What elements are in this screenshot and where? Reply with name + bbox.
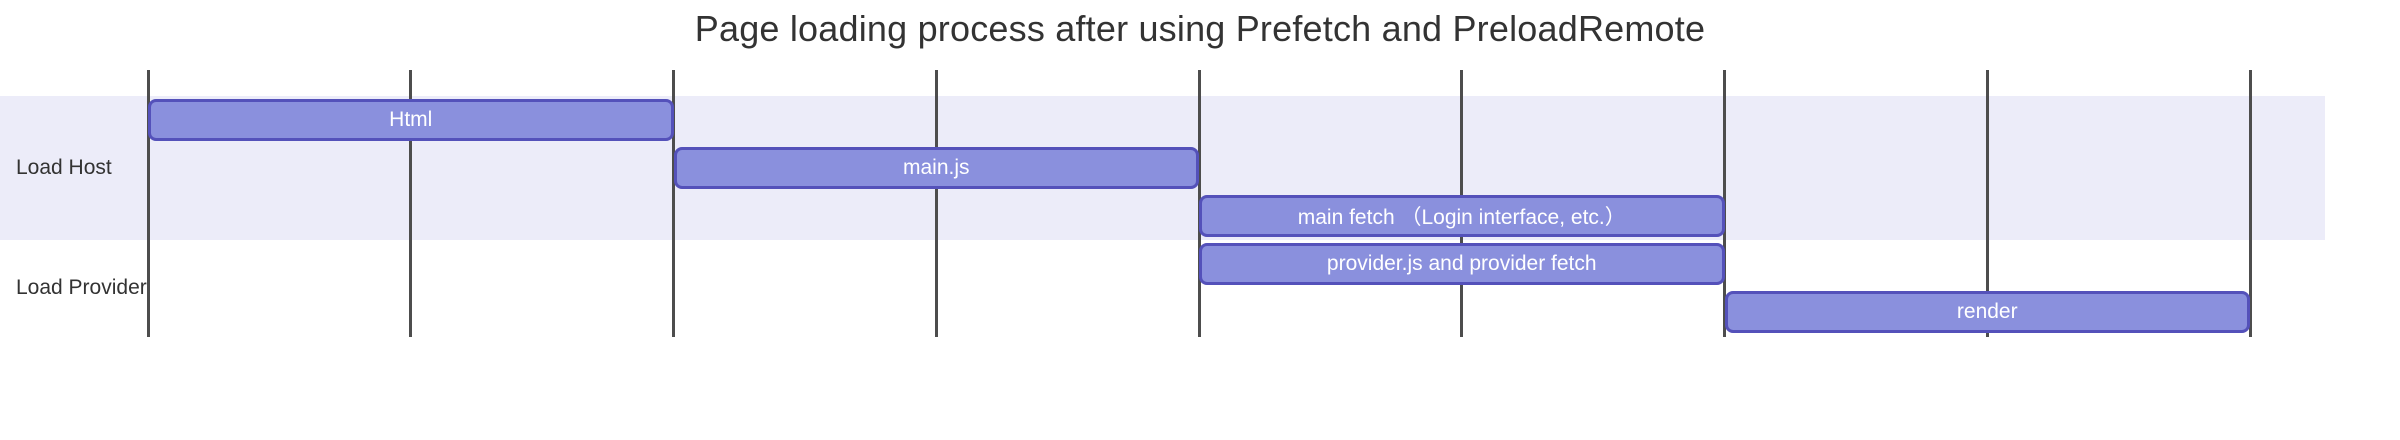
grid-line bbox=[2248, 70, 2252, 337]
task-bar: main fetch （Login interface, etc.） bbox=[1199, 195, 1725, 237]
task-label: main fetch （Login interface, etc.） bbox=[1297, 206, 1626, 229]
task-bar: provider.js and provider fetch bbox=[1199, 243, 1725, 285]
task-label: main.js bbox=[902, 156, 970, 179]
task-label: Html bbox=[389, 108, 433, 131]
task-bar: render bbox=[1724, 291, 2250, 333]
task-label: provider.js and provider fetch bbox=[1326, 252, 1597, 275]
grid-line bbox=[146, 70, 150, 337]
task-bar: Html bbox=[148, 99, 674, 141]
grid-line bbox=[1723, 70, 1726, 337]
grid-line bbox=[934, 70, 938, 337]
grid-line bbox=[672, 70, 675, 337]
task-bar: main.js bbox=[673, 147, 1199, 189]
chart-title: Page loading process after using Prefetc… bbox=[694, 8, 1706, 49]
section-label: Load Provider bbox=[16, 276, 147, 299]
grid-line bbox=[409, 70, 413, 337]
grid-line bbox=[1985, 70, 1989, 337]
section-label: Load Host bbox=[16, 156, 112, 179]
task-label: render bbox=[1956, 300, 2018, 323]
